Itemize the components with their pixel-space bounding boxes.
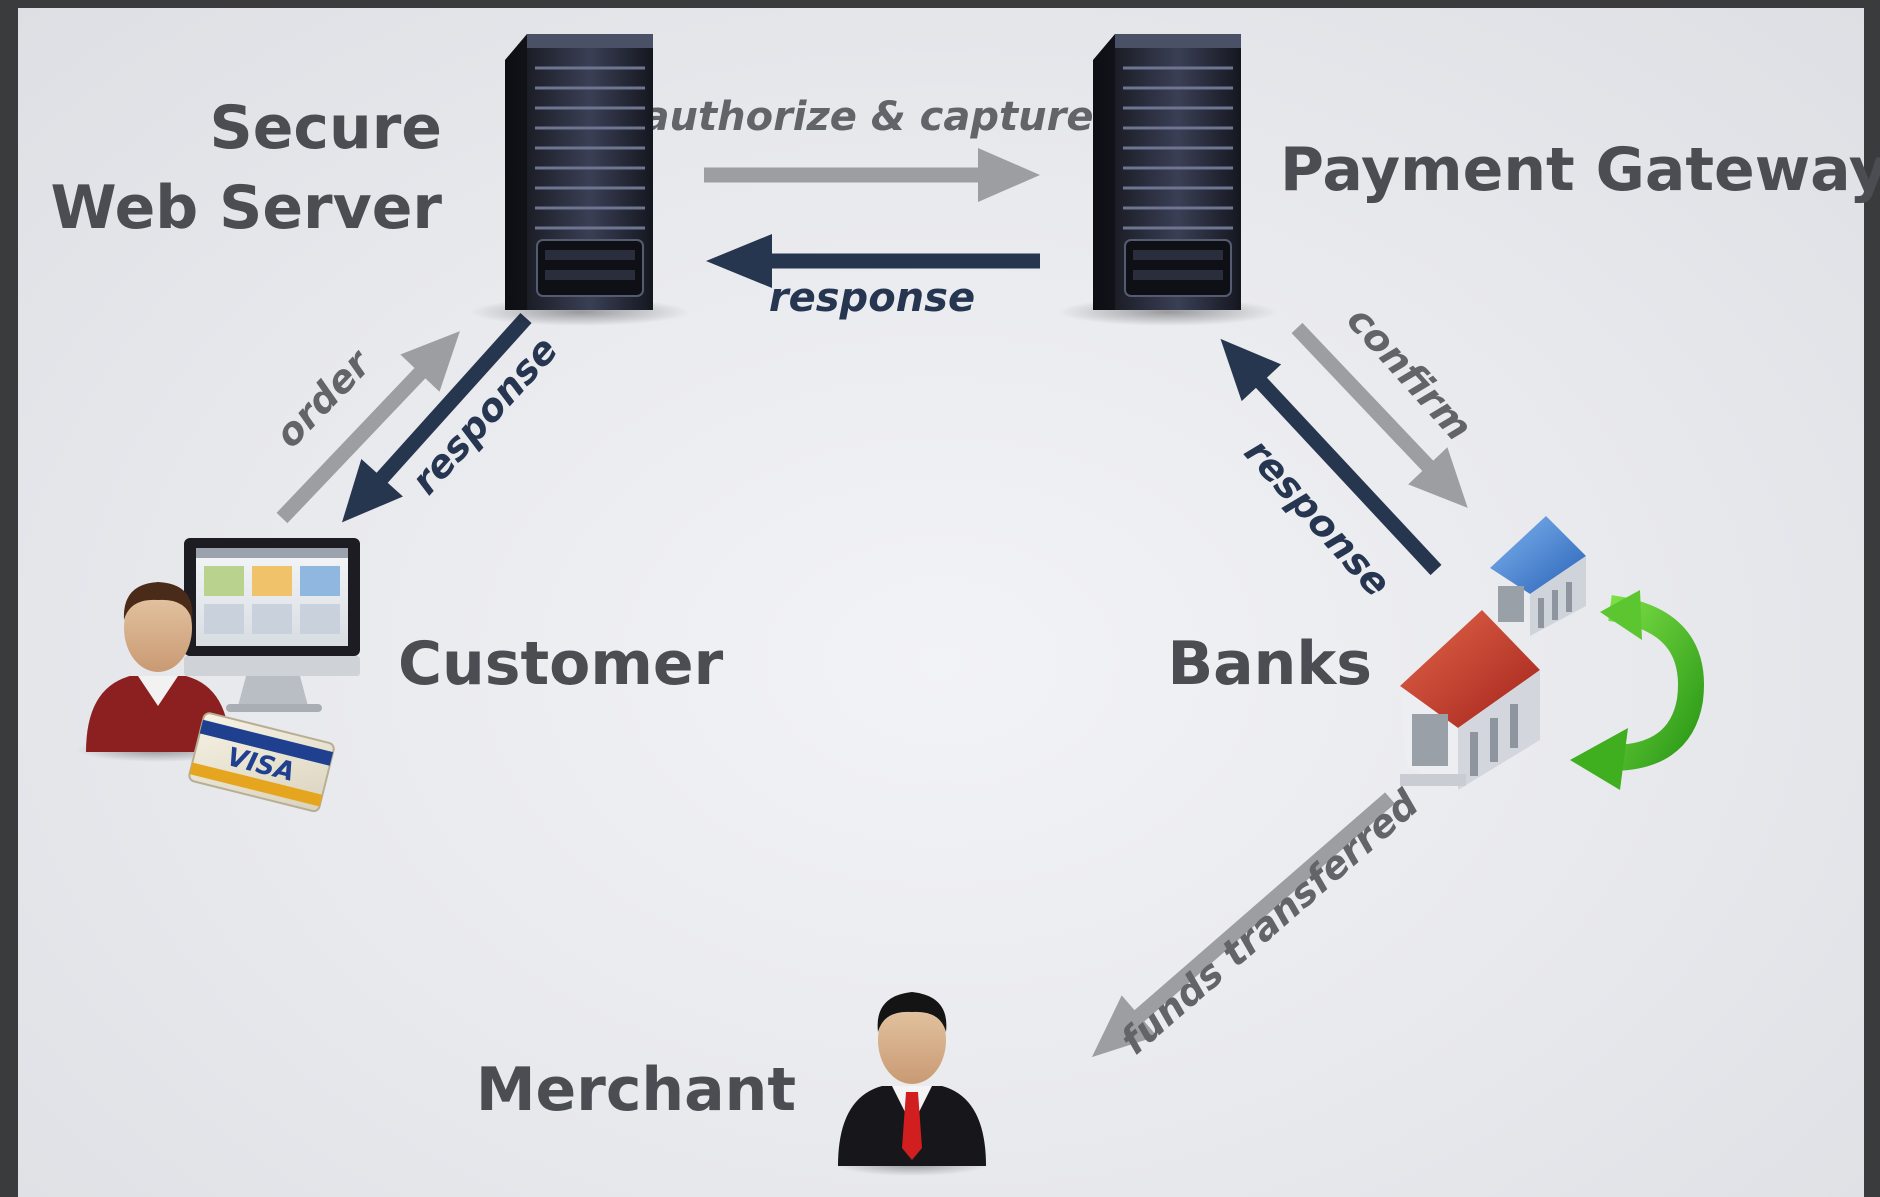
authorize-arrow: [704, 148, 1040, 202]
confirm-label: confirm: [1338, 298, 1480, 449]
gateway-response-arrow: [706, 234, 1040, 288]
customer-label: Customer: [398, 629, 724, 699]
confirm-arrow: [1291, 322, 1468, 508]
authorize-label: authorize & capture: [643, 94, 1094, 140]
web-server-icon: [470, 34, 690, 326]
merchant-person-icon: [834, 992, 990, 1176]
order-arrow: [276, 331, 460, 524]
bank-blue-icon: [1490, 516, 1586, 636]
gateway-server-icon: [1058, 34, 1278, 326]
visa-card-icon: VISA: [188, 712, 335, 813]
gateway-response-label: response: [769, 275, 975, 321]
web-server-label-line2: Web Server: [51, 173, 443, 243]
bank-response-arrow: [1220, 338, 1442, 576]
banks-label: Banks: [1167, 629, 1372, 699]
funds-label: funds transferred: [1112, 781, 1427, 1063]
bank-response-label: response: [1236, 430, 1400, 605]
gateway-label: Payment Gateway: [1280, 135, 1880, 205]
server-response-arrow: [341, 312, 532, 523]
web-server-label-line1: Secure: [210, 93, 442, 163]
merchant-label: Merchant: [476, 1055, 796, 1125]
funds-arrow: [1091, 792, 1395, 1058]
customer-computer-icon: [184, 538, 360, 712]
green-cycle-icon: [1570, 590, 1704, 790]
bank-red-icon: [1400, 610, 1540, 790]
